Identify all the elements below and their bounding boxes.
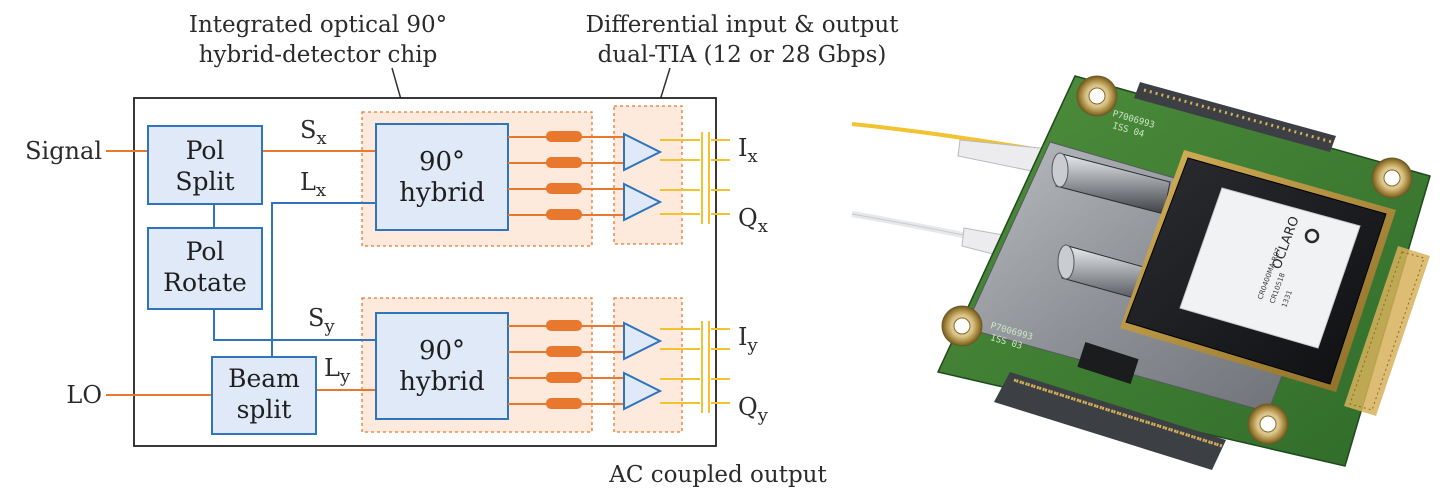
lo-input-label: LO <box>66 381 102 409</box>
photodiode-8 <box>546 398 582 409</box>
output-qy-label: Qy <box>738 393 769 426</box>
sy-line <box>213 309 376 341</box>
tia-amplifier-qx <box>623 182 663 222</box>
beam-split-label-1: Beam <box>228 364 300 393</box>
lx-label: Lx <box>300 168 326 201</box>
tia-amplifier-ix <box>623 132 663 172</box>
output-iy-label: Iy <box>738 323 758 356</box>
photodiode-4 <box>546 209 582 220</box>
block-diagram: Integrated optical 90° hybrid-detector c… <box>25 12 899 488</box>
photodiode-3 <box>546 183 582 194</box>
tia-y <box>623 321 730 413</box>
sx-label: Sx <box>300 116 327 149</box>
tia-region-x <box>613 105 683 245</box>
hybrid-y-label-2: hybrid <box>399 367 484 397</box>
hybrid-x-block <box>375 123 509 231</box>
output-ix-label: Ix <box>738 134 758 167</box>
hybrid-y-block <box>375 312 509 420</box>
hybrid-y-label-1: 90° <box>419 336 465 366</box>
ac-coupled-annotation: AC coupled output <box>608 462 827 488</box>
sy-label: Sy <box>308 304 335 337</box>
beam-split-block <box>211 356 317 435</box>
pol-rotate-label-1: Pol <box>186 237 225 266</box>
photodiode-6 <box>546 346 582 357</box>
chip-annotation-line1: Integrated optical 90° <box>189 12 447 38</box>
photodiode-2 <box>546 157 582 168</box>
detector-channels-x <box>508 131 630 220</box>
hybrid-x-label-2: hybrid <box>399 178 484 208</box>
detector-channels-y <box>508 320 630 409</box>
edge-pins-right <box>1344 246 1430 416</box>
photodiode-5 <box>546 320 582 331</box>
edge-pins-bottom <box>994 372 1226 470</box>
photodiode-7 <box>546 372 582 383</box>
tia-annotation-line2: dual-TIA (12 or 28 Gbps) <box>598 42 887 68</box>
pol-rotate-label-2: Rotate <box>163 268 247 297</box>
edge-pins-top <box>1134 82 1336 152</box>
ly-label: Ly <box>324 354 351 387</box>
pcb-small-ic <box>1077 341 1139 385</box>
pol-split-label-2: Split <box>175 167 234 196</box>
pol-split-block <box>147 125 263 205</box>
lx-line <box>271 202 376 357</box>
module-photo: P7006993 ISS 04 P7006993 ISS 03 OCLARO C… <box>851 75 1431 470</box>
pol-split-label-1: Pol <box>186 136 225 165</box>
tia-x <box>623 132 730 224</box>
oclaro-logo-icon <box>1304 228 1320 244</box>
tia-annotation-line1: Differential input & output <box>586 12 900 38</box>
tia-amplifier-qy <box>623 371 663 411</box>
beam-split-label-2: split <box>237 395 292 424</box>
output-qx-label: Qx <box>738 204 768 237</box>
signal-input-label: Signal <box>25 137 102 165</box>
hybrid-x-label-1: 90° <box>419 147 465 177</box>
package-label <box>1179 187 1361 349</box>
photodiode-1 <box>546 131 582 142</box>
tia-region-y <box>613 297 683 433</box>
pol-rotate-block <box>147 227 263 310</box>
tia-amplifier-iy <box>623 321 663 361</box>
chip-annotation-line2: hybrid-detector chip <box>199 42 438 68</box>
